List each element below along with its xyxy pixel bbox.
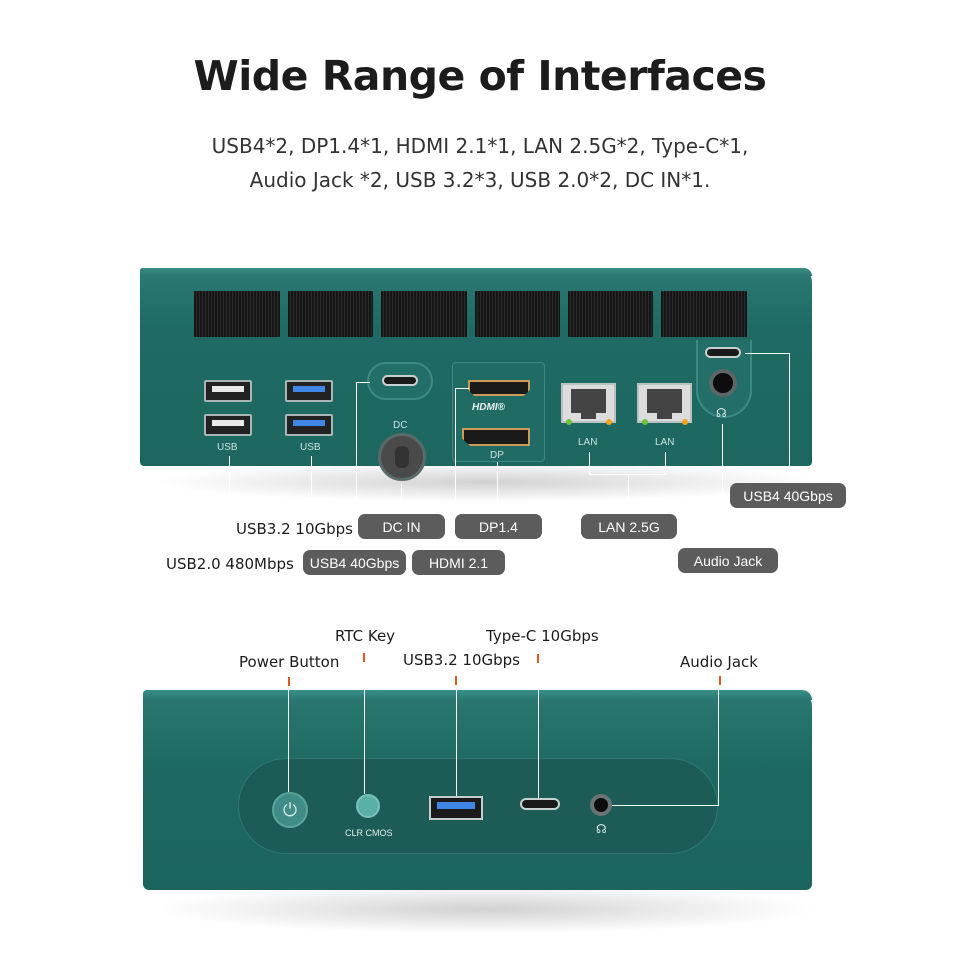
line-lan-h	[589, 474, 666, 475]
dp-label: DP	[490, 450, 504, 461]
front-panel-shadow	[150, 884, 820, 934]
callout-usb32-front: USB3.2 10Gbps	[403, 651, 520, 669]
line-rtc	[364, 662, 365, 794]
line-usb32-front	[456, 685, 457, 796]
tick-typec	[537, 654, 539, 663]
line-usb4-right-h	[745, 353, 789, 354]
tick-audio-front	[719, 676, 721, 685]
callout-lan: LAN 2.5G	[581, 514, 677, 539]
callout-usb32-back: USB3.2 10Gbps	[236, 520, 353, 538]
line-usb20	[229, 456, 230, 564]
front-audio-jack	[590, 794, 612, 816]
tick-rtc	[363, 653, 365, 662]
usb20-port-bottom	[204, 414, 252, 436]
hdmi-port	[468, 380, 530, 396]
callout-typec: Type-C 10Gbps	[486, 627, 599, 645]
subtitle-line-1: USB4*2, DP1.4*1, HDMI 2.1*1, LAN 2.5G*2,…	[211, 134, 749, 158]
usb20-port-top	[204, 380, 252, 402]
subtitle-line-2: Audio Jack *2, USB 3.2*3, USB 2.0*2, DC …	[249, 168, 711, 192]
line-hdmi	[455, 388, 456, 550]
tick-usb32-front	[455, 676, 457, 685]
front-headphone-icon: ☊	[596, 822, 607, 836]
callout-audio-front: Audio Jack	[680, 653, 758, 671]
hdmi-logo: HDMI®	[472, 402, 505, 413]
line-lan2	[665, 452, 666, 474]
tick-power	[288, 677, 290, 686]
headphone-icon: ☊	[716, 406, 727, 420]
line-lan-down	[628, 474, 629, 514]
dc-label: DC	[393, 420, 408, 431]
power-icon: ⏻	[272, 792, 308, 828]
usb-left-label: USB	[217, 442, 238, 453]
callout-usb4-left: USB4 40Gbps	[303, 550, 406, 575]
line-hdmi-h	[455, 388, 469, 389]
line-typec	[538, 663, 539, 798]
callout-usb20: USB2.0 480Mbps	[166, 555, 294, 573]
front-typec-port	[520, 798, 560, 810]
line-audio-back	[722, 424, 723, 548]
callout-dc-in: DC IN	[358, 514, 445, 539]
callout-dp: DP1.4	[455, 514, 542, 539]
usb32-port-top	[285, 380, 333, 402]
line-dp	[497, 462, 498, 514]
vent-2	[288, 291, 373, 337]
lan2-led-green	[642, 419, 648, 425]
lan2-led-orange	[682, 419, 688, 425]
usb4-port-right	[705, 347, 741, 358]
callout-rtc: RTC Key	[335, 627, 396, 645]
audio-jack-back	[709, 369, 737, 397]
lan-port-2	[637, 383, 692, 423]
callout-audio-back: Audio Jack	[678, 548, 778, 573]
line-power	[288, 686, 289, 792]
line-usb4-left-h	[356, 382, 370, 383]
lan1-led-green	[566, 419, 572, 425]
usb4-bezel	[367, 362, 433, 400]
usb-right-label: USB	[300, 442, 321, 453]
line-lan1	[589, 452, 590, 474]
front-panel-rim	[143, 690, 812, 700]
vent-1	[194, 291, 280, 337]
front-usb32-port	[429, 796, 483, 820]
line-usb4-left	[356, 382, 357, 550]
dc-in-port	[378, 433, 426, 481]
line-dc	[401, 484, 402, 514]
callout-usb4-right: USB4 40Gbps	[730, 483, 846, 508]
line-usb32	[311, 456, 312, 528]
callout-hdmi: HDMI 2.1	[412, 550, 505, 575]
dp-port	[462, 428, 530, 446]
usb4-port-left	[382, 375, 418, 386]
rtc-key-button	[356, 794, 380, 818]
lan-port-1	[561, 383, 616, 423]
callout-power: Power Button	[239, 653, 340, 671]
vent-4	[475, 291, 560, 337]
back-panel-rim	[140, 268, 812, 276]
vent-6	[661, 291, 747, 337]
vent-3	[381, 291, 467, 337]
line-usb4-right	[789, 353, 790, 481]
clr-cmos-label: CLR CMOS	[345, 828, 393, 838]
vent-5	[568, 291, 653, 337]
lan1-led-orange	[606, 419, 612, 425]
page-title: Wide Range of Interfaces	[193, 52, 767, 100]
lan2-label: LAN	[655, 437, 675, 448]
usb32-port-bottom	[285, 414, 333, 436]
line-audio-front	[718, 685, 719, 805]
back-panel-shadow	[150, 462, 820, 502]
lan1-label: LAN	[578, 437, 598, 448]
line-audio-front-h	[612, 805, 719, 806]
